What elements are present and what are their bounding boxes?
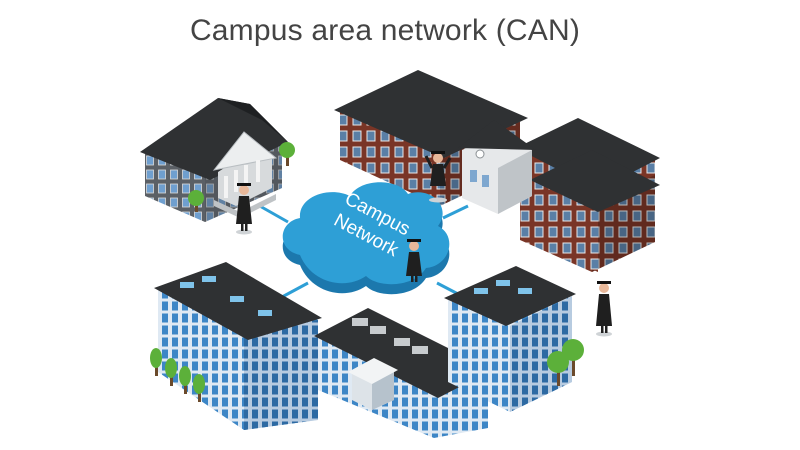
graduate-icon [406,239,422,282]
link-bottom-left-building [281,281,309,299]
building-icon [140,98,288,222]
cloud-icon: Campus Network [282,182,450,295]
link-right-building [442,204,469,220]
building-icon [334,70,660,272]
diagram-title: Campus area network (CAN) [189,14,581,47]
graduate-icon [236,183,252,235]
graduate-icon [596,281,612,337]
network-links [257,203,469,299]
tree-icon [150,142,584,402]
building-icon [154,262,576,438]
graduate-icon [424,151,452,203]
link-left-building [257,203,289,224]
